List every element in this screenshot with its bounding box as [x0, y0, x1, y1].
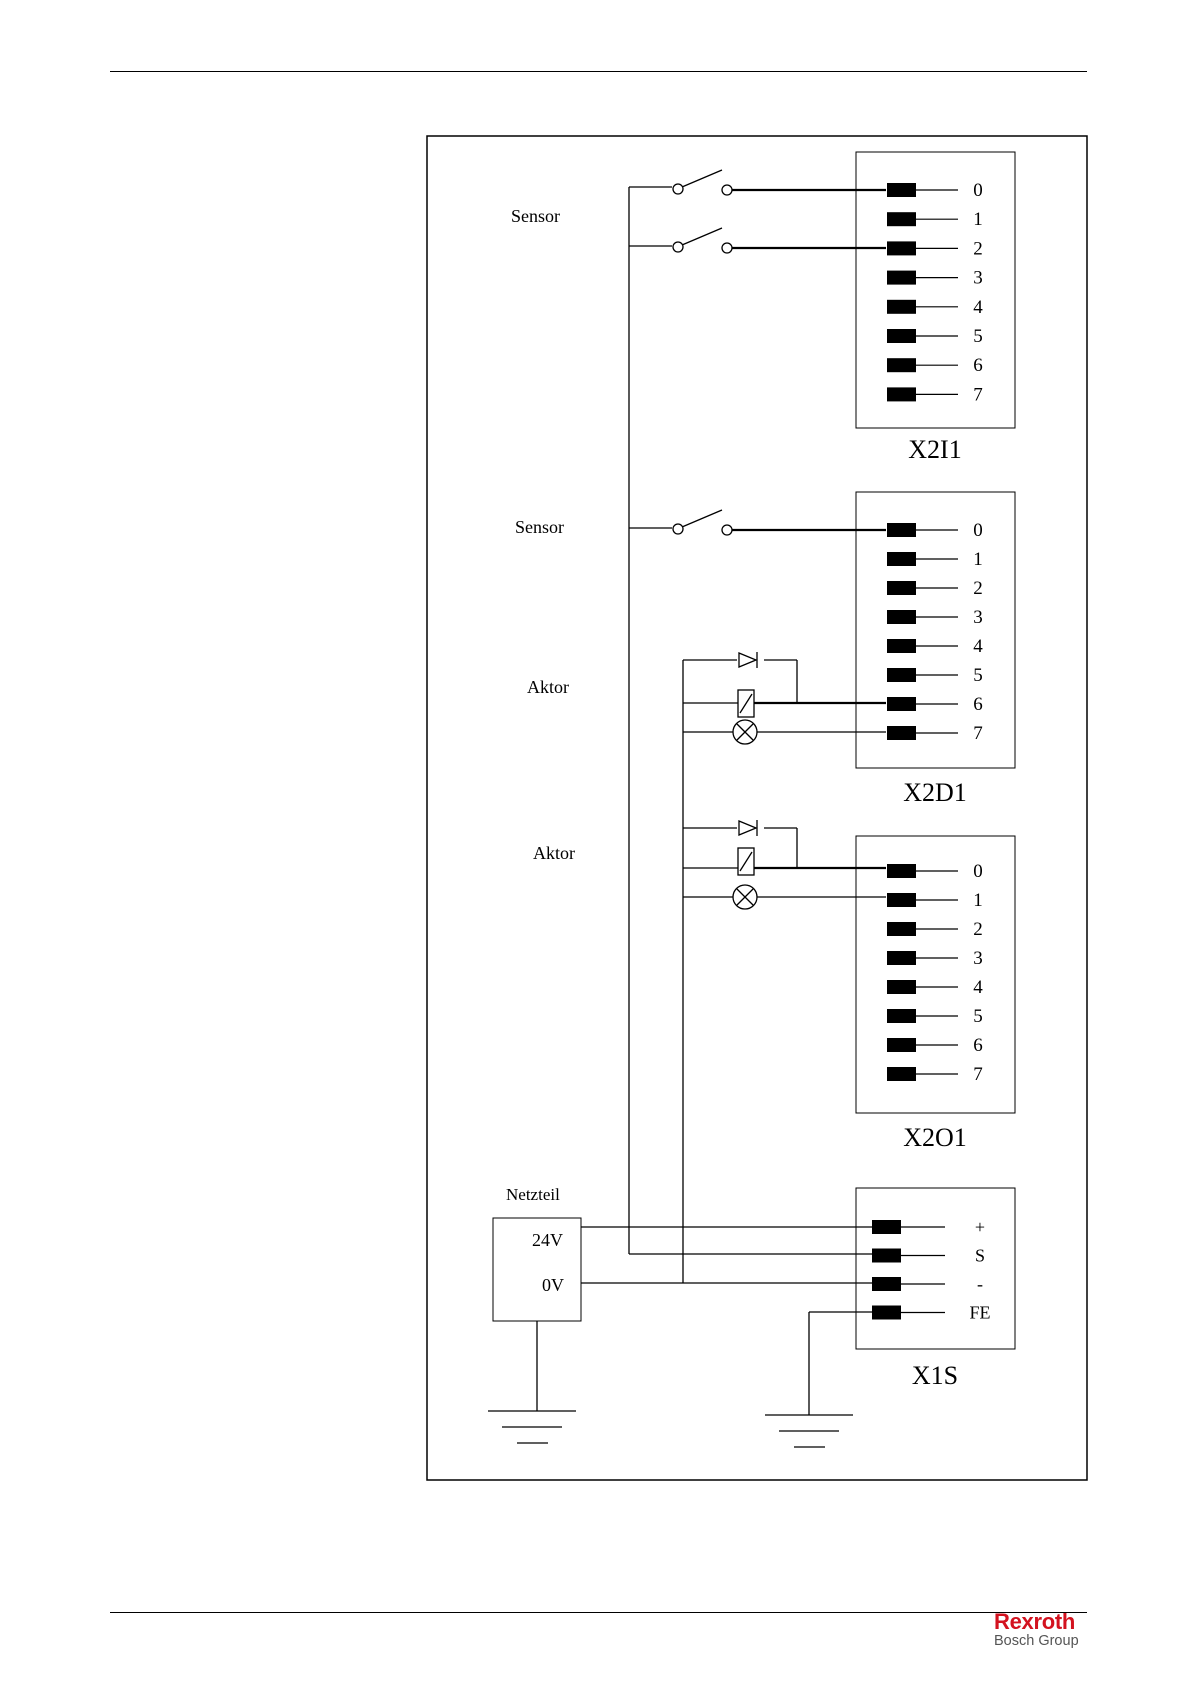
pin-group: 0 1 2 3 4 5 6 7 [887, 180, 983, 405]
pin-connector [887, 241, 916, 255]
pin-connector [887, 726, 916, 740]
pin-connector [887, 951, 916, 965]
pin-label: S [975, 1246, 985, 1266]
module-x2i1: 0 1 2 3 4 5 6 7 X2I1 [856, 152, 1015, 464]
supply-0v-label: 0V [542, 1275, 564, 1295]
ground-icon [765, 1415, 853, 1447]
pin-label: 3 [973, 607, 983, 628]
pin-connector [887, 1009, 916, 1023]
pin-label: 1 [973, 890, 983, 911]
pin-label: 4 [973, 297, 983, 318]
module-x1s: + S - FE X1S [856, 1188, 1015, 1390]
module-box [856, 1188, 1015, 1349]
pin-connector [887, 329, 916, 343]
pin-connector [887, 610, 916, 624]
sensor-switch [673, 228, 732, 253]
diagram-frame [427, 136, 1087, 1480]
pin-label: 3 [973, 948, 983, 969]
sensor-label: Sensor [515, 517, 564, 537]
netzteil-label: Netzteil [506, 1185, 560, 1204]
sensor-output-wires [729, 190, 886, 530]
module-x2o1: 0 1 2 3 4 5 6 7 X2O1 [856, 836, 1015, 1152]
pin-group: + S - FE [872, 1217, 991, 1323]
pin-connector [887, 980, 916, 994]
pin-label: 2 [973, 919, 983, 940]
pin-group: 0 1 2 3 4 5 6 7 [887, 520, 983, 744]
pin-label: 4 [973, 636, 983, 657]
module-box [856, 152, 1015, 428]
pin-connector [887, 922, 916, 936]
pin-label: + [975, 1217, 985, 1237]
brand-group: Bosch Group [994, 1633, 1094, 1649]
pin-label: 6 [973, 355, 983, 376]
pin-label: 4 [973, 977, 983, 998]
brand-name: Rexroth [994, 1611, 1094, 1633]
pin-connector [872, 1277, 901, 1291]
pin-label: 5 [973, 665, 983, 686]
pin-connector [887, 697, 916, 711]
sensor-switch [673, 510, 732, 535]
aktor-label: Aktor [527, 677, 569, 697]
pin-connector [887, 271, 916, 285]
pin-connector [887, 523, 916, 537]
pin-label: 1 [973, 209, 983, 230]
module-label: X1S [912, 1361, 958, 1390]
pin-connector [887, 668, 916, 682]
rexroth-logo: Rexroth Bosch Group [994, 1611, 1094, 1649]
pin-connector [887, 893, 916, 907]
pin-connector [887, 387, 916, 401]
diode-icon [739, 653, 756, 667]
pin-connector [887, 358, 916, 372]
pin-connector [887, 1067, 916, 1081]
pin-connector [887, 552, 916, 566]
pin-connector [887, 300, 916, 314]
pin-label: 6 [973, 1035, 983, 1056]
pin-label: - [977, 1274, 983, 1294]
module-box [856, 492, 1015, 768]
pin-connector [887, 639, 916, 653]
pin-label: 6 [973, 694, 983, 715]
sensor-label: Sensor [511, 206, 560, 226]
pin-label: 0 [973, 520, 983, 541]
diode-icon [739, 821, 756, 835]
pin-connector [887, 183, 916, 197]
pin-label: 3 [973, 268, 983, 289]
wires [537, 187, 886, 1415]
pin-label: 0 [973, 861, 983, 882]
ground-icon [488, 1411, 576, 1443]
pin-label: 7 [973, 1064, 983, 1085]
module-x2d1: 0 1 2 3 4 5 6 7 X2D1 [856, 492, 1015, 807]
aktor-label: Aktor [533, 843, 575, 863]
pin-group: 0 1 2 3 4 5 6 7 [887, 861, 983, 1085]
module-label: X2O1 [903, 1123, 967, 1152]
module-box [856, 836, 1015, 1113]
pin-connector [887, 1038, 916, 1052]
pin-connector [887, 864, 916, 878]
pin-label: 5 [973, 326, 983, 347]
pin-label: 7 [973, 723, 983, 744]
pin-label: 0 [973, 180, 983, 201]
pin-label: 2 [973, 238, 983, 259]
sensor-switch [673, 170, 732, 195]
pin-label: 5 [973, 1006, 983, 1027]
supply-24v-label: 24V [532, 1230, 563, 1250]
pin-connector [887, 581, 916, 595]
pin-label: 2 [973, 578, 983, 599]
pin-label: 7 [973, 384, 983, 405]
pin-label: FE [969, 1303, 990, 1323]
pin-label: 1 [973, 549, 983, 570]
pin-connector [887, 212, 916, 226]
module-label: X2D1 [903, 778, 967, 807]
module-label: X2I1 [908, 435, 961, 464]
pin-connector [872, 1249, 901, 1263]
